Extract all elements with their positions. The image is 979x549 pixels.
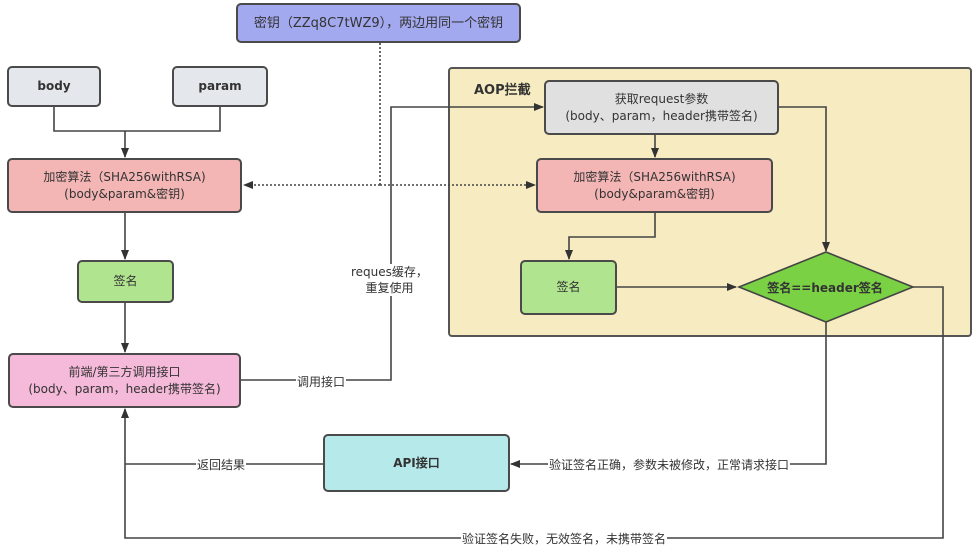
client-call-line2: (body、param，header携带签名): [28, 381, 221, 396]
return-result-label: 返回结果: [196, 456, 247, 473]
edge-call-interface: [241, 103, 544, 381]
call-interface-label: 调用接口: [296, 373, 347, 390]
edge-body-to-encrypt: [53, 107, 125, 132]
verify-fail-label: 验证签名失败，无效签名，未携带签名: [461, 530, 668, 547]
get-request-params-node: 获取request参数 (body、param，header携带签名): [544, 80, 779, 135]
aop-container-label: AOP拦截: [474, 83, 531, 98]
body-node: body: [7, 66, 101, 107]
encrypt-algorithm-server-node: 加密算法（SHA256withRSA) (body&param&密钥): [536, 158, 773, 213]
encrypt-algorithm-client-node: 加密算法（SHA256withRSA) (body&param&密钥): [7, 158, 242, 213]
shared-key-label: 密钥（ZZq8C7tWZ9），两边用同一个密钥: [253, 15, 504, 31]
request-cache-label: reques缓存， 重复使用: [350, 264, 429, 296]
encrypt-left-line1: 加密算法（SHA256withRSA): [43, 169, 206, 184]
request-cache-line1: reques缓存，: [351, 265, 428, 279]
edge-decision-fail: [121, 286, 944, 539]
api-label: API接口: [393, 455, 440, 470]
edge-param-to-encrypt: [125, 107, 221, 132]
get-request-line1: 获取request参数: [614, 91, 709, 106]
param-label: param: [198, 79, 242, 93]
get-request-line2: (body、param，header携带签名): [565, 108, 758, 123]
signature-client-node: 签名: [77, 260, 174, 303]
encrypt-right-line1: 加密算法（SHA256withRSA): [573, 169, 736, 184]
signature-server-node: 签名: [520, 260, 617, 315]
api-interface-node: API接口: [323, 434, 510, 492]
shared-key-node: 密钥（ZZq8C7tWZ9），两边用同一个密钥: [236, 3, 521, 43]
client-call-line1: 前端/第三方调用接口: [68, 364, 181, 379]
body-label: body: [37, 79, 71, 93]
param-node: param: [172, 66, 268, 107]
decision-diamond: [736, 251, 916, 323]
sign-right-label: 签名: [556, 280, 581, 294]
verify-success-label: 验证签名正确，参数未被修改，正常请求接口: [548, 456, 791, 473]
encrypt-left-line2: (body&param&密钥): [64, 186, 185, 201]
edge-encrypt-to-sign-right: [565, 213, 656, 260]
request-cache-line2: 重复使用: [365, 281, 414, 295]
sign-left-label: 签名: [113, 274, 138, 288]
decision-label: 签名==header签名: [767, 281, 883, 295]
edge-decision-success: [510, 322, 827, 468]
encrypt-right-line2: (body&param&密钥): [594, 186, 715, 201]
edge-request-to-decision: [779, 106, 830, 252]
client-call-node: 前端/第三方调用接口 (body、param，header携带签名): [8, 353, 241, 408]
